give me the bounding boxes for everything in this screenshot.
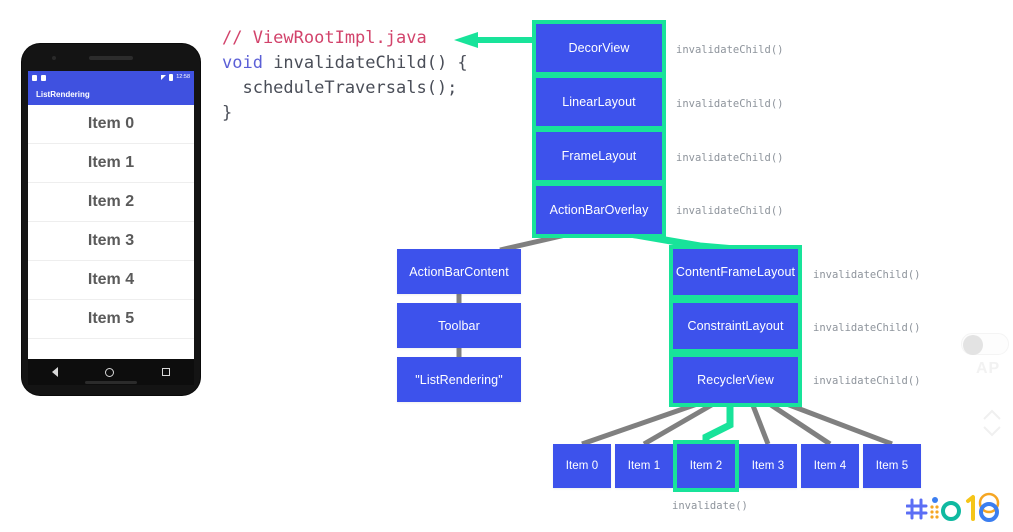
app-bar-title: ListRendering <box>36 90 90 99</box>
notification-icon <box>41 74 46 81</box>
call-label-framelayout: invalidateChild() <box>676 152 784 164</box>
leaf-node-item2[interactable]: Item 2 <box>673 440 739 492</box>
call-label-invalidate: invalidate() <box>672 500 748 512</box>
leaf-node-item5[interactable]: Item 5 <box>863 444 921 488</box>
notification-icon <box>32 74 37 81</box>
pointer-arrow-icon <box>454 32 536 48</box>
call-label-actionbaroverlay: invalidateChild() <box>676 205 784 217</box>
chevron-up-down-icon[interactable] <box>980 408 1004 438</box>
status-bar-clock: 12:58 <box>176 73 190 80</box>
phone-speaker <box>89 56 133 60</box>
tree-node-constraintlayout[interactable]: ConstraintLayout <box>669 299 802 353</box>
call-label-constraintlayout: invalidateChild() <box>813 322 921 334</box>
leaf-node-item0[interactable]: Item 0 <box>553 444 611 488</box>
android-nav-bar[interactable] <box>28 359 194 385</box>
battery-icon <box>169 74 174 81</box>
call-label-contentframelayout: invalidateChild() <box>813 269 921 281</box>
recents-icon[interactable] <box>162 368 171 376</box>
tree-node-recyclerview[interactable]: RecyclerView <box>669 353 802 407</box>
tree-node-actionbarcontent[interactable]: ActionBarContent <box>397 249 521 294</box>
leaf-node-item3[interactable]: Item 3 <box>739 444 797 488</box>
leaf-node-item1[interactable]: Item 1 <box>615 444 673 488</box>
app-bar: ListRendering <box>28 84 194 105</box>
tree-node-linearlayout[interactable]: LinearLayout <box>532 74 666 130</box>
toggle-knob[interactable] <box>963 335 983 355</box>
list-item[interactable]: Item 3 <box>28 222 194 261</box>
code-snippet: // ViewRootImpl.java void invalidateChild… <box>222 26 522 126</box>
status-bar: 12:58 <box>28 71 194 84</box>
toggle-switch[interactable] <box>961 333 1009 355</box>
code-token-comment: // ViewRootImpl.java <box>222 28 427 48</box>
google-io-logo <box>906 492 1000 522</box>
list-item[interactable]: Item 5 <box>28 300 194 339</box>
ap-watermark-label: AP <box>976 360 1001 377</box>
status-bar-system: 12:58 <box>161 74 190 81</box>
tree-node-listrendering[interactable]: "ListRendering" <box>397 357 521 402</box>
tree-node-framelayout[interactable]: FrameLayout <box>532 128 666 184</box>
list-item[interactable]: Item 2 <box>28 183 194 222</box>
call-label-recyclerview: invalidateChild() <box>813 375 921 387</box>
wifi-icon <box>161 75 167 80</box>
code-line: } <box>222 101 522 126</box>
code-token-plain: invalidateChild() { <box>262 53 468 73</box>
home-icon[interactable] <box>105 367 115 377</box>
code-token-plain: } <box>222 103 233 123</box>
tree-node-toolbar[interactable]: Toolbar <box>397 303 521 348</box>
code-line: scheduleTraversals(); <box>222 76 522 101</box>
code-line: // ViewRootImpl.java <box>222 26 522 51</box>
list-item[interactable]: Item 0 <box>28 105 194 144</box>
tree-node-contentframelayout[interactable]: ContentFrameLayout <box>669 245 802 299</box>
status-bar-notifications <box>32 74 46 81</box>
call-label-linearlayout: invalidateChild() <box>676 98 784 110</box>
tree-node-actionbaroverlay[interactable]: ActionBarOverlay <box>532 182 666 238</box>
list-item[interactable]: Item 1 <box>28 144 194 183</box>
call-label-decorview: invalidateChild() <box>676 44 784 56</box>
back-icon[interactable] <box>51 367 58 377</box>
code-line: void invalidateChild() { <box>222 51 522 76</box>
tree-node-decorview[interactable]: DecorView <box>532 20 666 76</box>
phone-chin <box>85 381 137 384</box>
list-item[interactable]: Item 4 <box>28 261 194 300</box>
code-token-plain: scheduleTraversals(); <box>222 78 458 98</box>
code-token-keyword: void <box>222 53 263 73</box>
leaf-node-item4[interactable]: Item 4 <box>801 444 859 488</box>
phone-camera-icon <box>52 56 56 60</box>
